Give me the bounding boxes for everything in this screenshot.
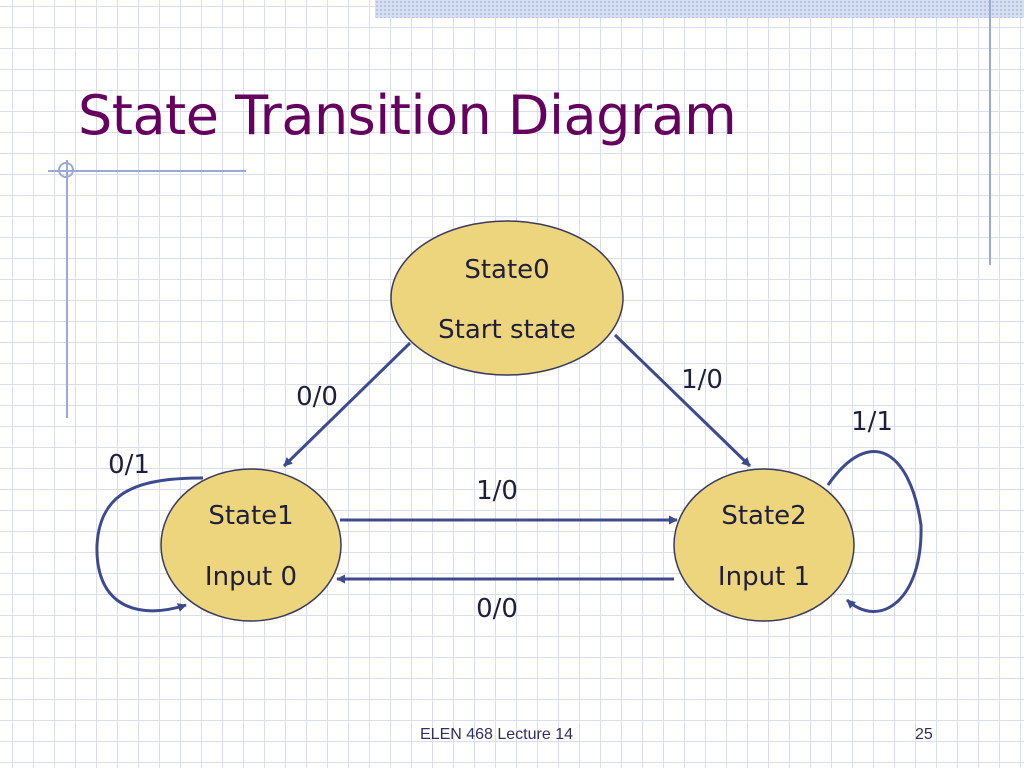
state0-name: State0 <box>464 255 549 285</box>
page-number: 25 <box>915 726 933 743</box>
title-rule-vertical <box>66 160 68 418</box>
slide-title: State Transition Diagram <box>78 84 737 147</box>
self-loop-state1 <box>95 476 204 613</box>
state1-node: State1 Input 0 <box>160 468 342 622</box>
state1-subtitle: Input 0 <box>205 562 297 592</box>
state1-ellipse <box>160 468 342 622</box>
state1-name: State1 <box>208 501 293 531</box>
footer-text: ELEN 468 Lecture 14 <box>420 726 573 743</box>
state2-name: State2 <box>721 501 806 531</box>
transition-state0-to-state1 <box>282 341 412 468</box>
label-state1-self-loop: 0/1 <box>108 450 150 480</box>
state0-subtitle: Start state <box>438 315 576 345</box>
state2-ellipse <box>673 468 855 622</box>
self-loop-state2 <box>826 450 923 613</box>
title-rule-horizontal <box>48 170 246 172</box>
state0-node: State0 Start state <box>390 220 624 376</box>
transition-state0-to-state2 <box>613 333 752 468</box>
label-state2-to-state1: 0/0 <box>476 594 518 624</box>
title-rule-ring <box>58 162 74 178</box>
label-state2-self-loop: 1/1 <box>851 407 893 437</box>
label-state0-to-state2: 1/0 <box>681 365 723 395</box>
side-decoration-rule <box>989 0 991 265</box>
state2-node: State2 Input 1 <box>673 468 855 622</box>
label-state0-to-state1: 0/0 <box>296 382 338 412</box>
header-decoration-band <box>375 0 1024 18</box>
state2-subtitle: Input 1 <box>718 562 810 592</box>
state0-ellipse <box>390 220 624 376</box>
label-state1-to-state2: 1/0 <box>476 476 518 506</box>
